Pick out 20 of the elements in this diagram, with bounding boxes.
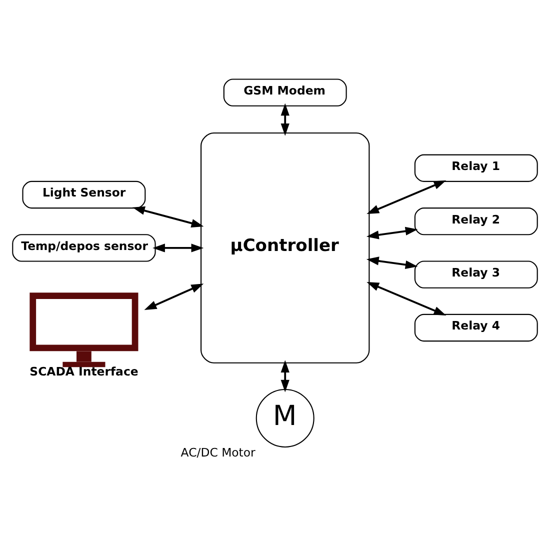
node-box: Light Sensor — [22, 180, 146, 209]
arrow — [280, 360, 290, 392]
arrow — [366, 282, 446, 316]
arrow — [366, 180, 446, 214]
arrow — [280, 103, 290, 136]
arrow — [144, 284, 204, 310]
node-box: Relay 2 — [414, 208, 538, 236]
node-box: GSM Modem — [223, 78, 347, 106]
arrow — [132, 206, 204, 228]
node-box: Relay 3 — [414, 260, 538, 288]
node-box: µController — [200, 132, 370, 364]
node-box: Relay 1 — [414, 154, 538, 182]
node-box: Relay 4 — [414, 314, 538, 342]
node-label: AC/DC Motor — [180, 445, 256, 460]
arrow — [366, 226, 418, 240]
node-label: SCADA Interface — [30, 364, 138, 378]
arrow — [152, 244, 204, 252]
node-box: Temp/depos sensor — [12, 234, 156, 262]
node-circle: M — [256, 388, 314, 448]
arrow — [366, 256, 418, 270]
